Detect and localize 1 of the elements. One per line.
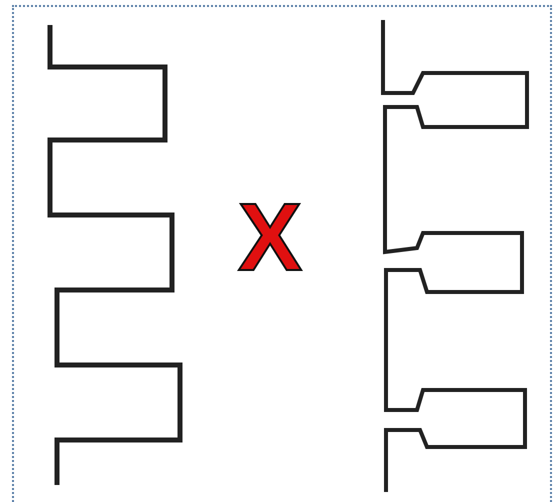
x-label: X [238,190,302,286]
